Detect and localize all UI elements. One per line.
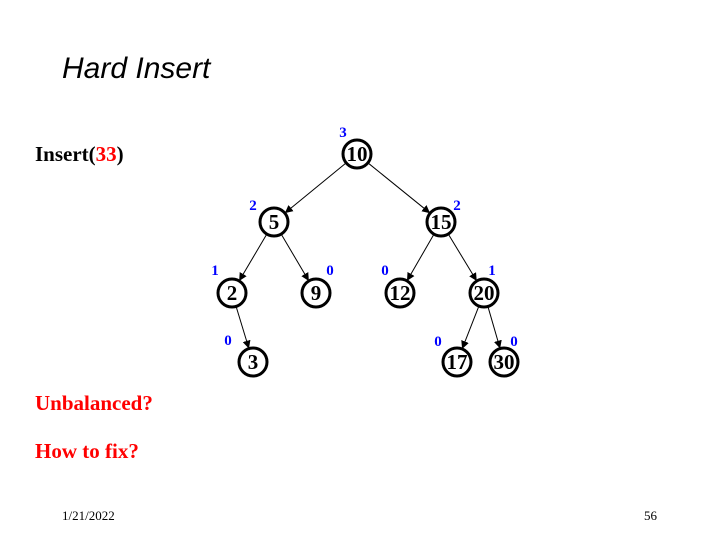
insert-operation: Insert(33) (35, 142, 124, 167)
page-number: 56 (644, 508, 657, 523)
node-value: 15 (431, 210, 452, 234)
tree-node: 152 (425, 198, 461, 238)
tree-edge (487, 306, 502, 349)
node-circle (216, 277, 248, 309)
tree-edge (280, 233, 309, 281)
tree-edge (367, 162, 431, 214)
insert-value: 33 (95, 142, 117, 166)
node-height-label: 2 (453, 198, 461, 214)
tree-node: 201 (468, 263, 500, 309)
tree-edge (284, 162, 347, 214)
node-circle (441, 346, 473, 378)
tree-edge (239, 233, 268, 281)
footer-date: 1/21/2022 (62, 508, 115, 523)
node-height-label: 3 (339, 125, 347, 141)
slide-title: Hard Insert (62, 52, 211, 85)
node-value: 10 (347, 142, 368, 166)
insert-prefix: Insert( (35, 142, 96, 166)
node-value: 20 (474, 281, 495, 305)
tree-node: 120 (381, 263, 416, 309)
question-unbalanced: Unbalanced? (35, 391, 153, 415)
node-circle (237, 346, 269, 378)
node-circle (425, 206, 457, 238)
insert-suffix: ) (116, 142, 124, 166)
node-value: 2 (227, 281, 238, 305)
node-circle (488, 346, 520, 378)
question-how-to-fix: How to fix? (35, 439, 139, 463)
node-value: 5 (269, 210, 280, 234)
node-circle (341, 138, 373, 170)
node-circle (468, 277, 500, 309)
node-circle (300, 277, 332, 309)
tree-node: 52 (249, 198, 290, 238)
tree-edge (407, 233, 435, 281)
node-height-label: 0 (434, 334, 442, 350)
tree-node: 21 (211, 263, 248, 309)
node-height-label: 0 (224, 333, 232, 349)
node-value: 3 (248, 350, 259, 374)
tree-node: 30 (224, 333, 269, 378)
node-height-label: 0 (510, 334, 518, 350)
tree-node: 90 (300, 263, 334, 309)
node-circle (384, 277, 416, 309)
node-height-label: 0 (326, 263, 334, 279)
node-value: 9 (311, 281, 322, 305)
tree-node: 103 (339, 125, 373, 170)
node-height-label: 2 (249, 198, 257, 214)
node-value: 12 (390, 281, 411, 305)
tree-edge (447, 233, 477, 282)
tree-node: 17 0 (434, 334, 473, 378)
node-height-label: 1 (488, 263, 496, 279)
tree-edge (461, 305, 480, 349)
node-value: 17 (447, 350, 468, 374)
tree-edge (235, 306, 251, 349)
node-circle (258, 206, 290, 238)
node-value: 30 (494, 350, 515, 374)
node-height-label: 0 (381, 263, 389, 279)
tree-node: 300 (488, 334, 520, 378)
node-height-label: 1 (211, 263, 219, 279)
